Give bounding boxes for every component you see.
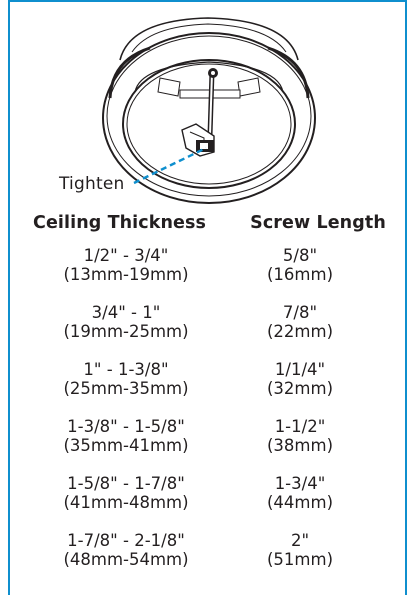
ceiling-fixture-illustration	[102, 17, 316, 204]
table-row: 1/2" - 3/4" (13mm-19mm) 5/8" (16mm)	[20, 246, 400, 303]
thickness-mm: (13mm-19mm)	[63, 265, 189, 284]
thickness-mm: (35mm-41mm)	[63, 436, 189, 455]
screw-inches: 1-1/2"	[274, 417, 326, 436]
screw-mm: (38mm)	[266, 436, 334, 455]
table-row: 1-7/8" - 2-1/8" (48mm-54mm) 2" (51mm)	[20, 531, 400, 588]
thickness-mm: (25mm-35mm)	[63, 379, 189, 398]
table-row: 1-3/8" - 1-5/8" (35mm-41mm) 1-1/2" (38mm…	[20, 417, 400, 474]
screw-length-cell: 2" (51mm)	[235, 531, 365, 569]
screw-length-cell: 1/1/4" (32mm)	[235, 360, 365, 398]
thickness-inches: 1-5/8" - 1-7/8"	[67, 474, 185, 493]
screw-length-header: Screw Length	[250, 213, 386, 233]
ceiling-thickness-cell: 1/2" - 3/4" (13mm-19mm)	[20, 246, 232, 284]
thickness-inches: 1-3/8" - 1-5/8"	[67, 417, 185, 436]
ceiling-thickness-cell: 1-7/8" - 2-1/8" (48mm-54mm)	[20, 531, 232, 569]
content-frame	[8, 0, 407, 595]
screw-inches: 7/8"	[282, 303, 318, 322]
thickness-inches: 1/2" - 3/4"	[83, 246, 169, 265]
thickness-inches: 3/4" - 1"	[91, 303, 161, 322]
screw-inches: 2"	[290, 531, 310, 550]
tighten-label: Tighten	[59, 174, 125, 194]
screw-inches: 1/1/4"	[274, 360, 326, 379]
thickness-inches: 1" - 1-3/8"	[83, 360, 169, 379]
screw-mm: (44mm)	[266, 493, 334, 512]
screw-length-cell: 5/8" (16mm)	[235, 246, 365, 284]
table-header: Ceiling Thickness Screw Length	[20, 206, 400, 240]
table-row: 1-5/8" - 1-7/8" (41mm-48mm) 1-3/4" (44mm…	[20, 474, 400, 531]
thickness-inches: 1-7/8" - 2-1/8"	[67, 531, 185, 550]
screw-length-table: Ceiling Thickness Screw Length 1/2" - 3/…	[20, 206, 400, 588]
table-row: 1" - 1-3/8" (25mm-35mm) 1/1/4" (32mm)	[20, 360, 400, 417]
ceiling-thickness-header: Ceiling Thickness	[33, 213, 207, 233]
ceiling-thickness-cell: 1-5/8" - 1-7/8" (41mm-48mm)	[20, 474, 232, 512]
screw-length-cell: 1-1/2" (38mm)	[235, 417, 365, 455]
ceiling-thickness-cell: 1-3/8" - 1-5/8" (35mm-41mm)	[20, 417, 232, 455]
screw-inches: 1-3/4"	[274, 474, 326, 493]
screw-length-cell: 7/8" (22mm)	[235, 303, 365, 341]
thickness-mm: (41mm-48mm)	[63, 493, 189, 512]
thickness-mm: (48mm-54mm)	[63, 550, 189, 569]
thickness-mm: (19mm-25mm)	[63, 322, 189, 341]
ceiling-thickness-cell: 3/4" - 1" (19mm-25mm)	[20, 303, 232, 341]
ceiling-thickness-cell: 1" - 1-3/8" (25mm-35mm)	[20, 360, 232, 398]
screw-mm: (32mm)	[266, 379, 334, 398]
screw-inches: 5/8"	[282, 246, 318, 265]
table-row: 3/4" - 1" (19mm-25mm) 7/8" (22mm)	[20, 303, 400, 360]
screw-length-cell: 1-3/4" (44mm)	[235, 474, 365, 512]
screw-mm: (51mm)	[266, 550, 334, 569]
screw-mm: (16mm)	[266, 265, 334, 284]
screw-mm: (22mm)	[266, 322, 334, 341]
